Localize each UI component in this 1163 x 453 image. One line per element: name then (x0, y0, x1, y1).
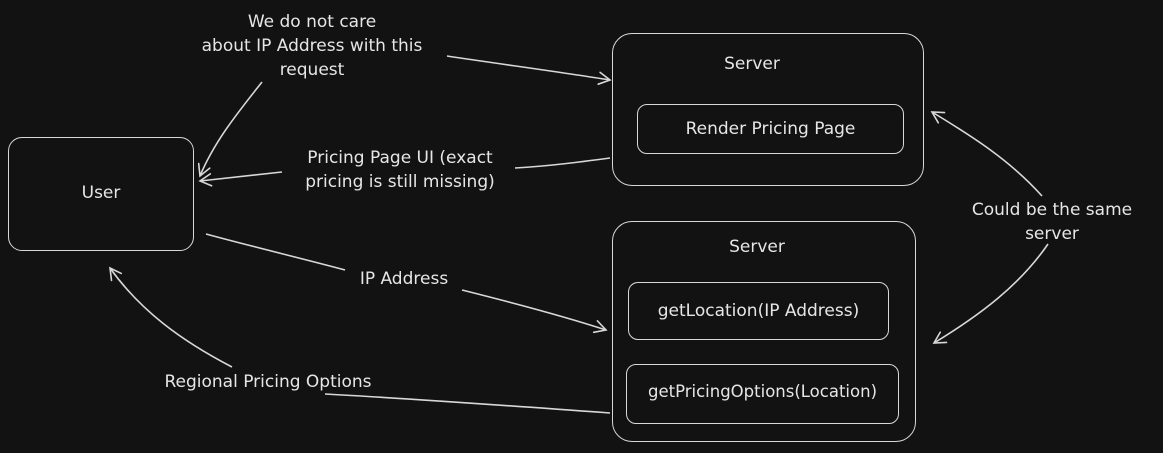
arrow-request-to-server (446, 55, 612, 85)
get-pricing-options-box (626, 364, 899, 424)
server-top-label: Server (724, 54, 780, 74)
arrow-pricing-ui-to-user (198, 171, 283, 187)
server-bottom-node (612, 221, 916, 442)
arrow-request-to-user (197, 81, 263, 178)
request-note-line-1: We do not care (247, 12, 377, 32)
user-label: User (81, 183, 121, 203)
arrow-ip-to-server (461, 289, 608, 334)
arrow-server-to-pricing-ui (514, 157, 611, 169)
arrow-note-to-top-server (930, 111, 1043, 197)
user-node (8, 137, 194, 251)
get-pricing-options-label: getPricingOptions(Location) (647, 382, 878, 401)
request-note-line-2: about IP Address with this (201, 36, 423, 56)
arrow-user-to-ip (205, 233, 346, 271)
render-pricing-page-label: Render Pricing Page (685, 119, 856, 139)
regional-pricing-label: Regional Pricing Options (164, 372, 372, 392)
pricing-ui-label: Pricing Page UI (exact pricing is still … (272, 146, 528, 194)
server-bottom-label: Server (729, 237, 785, 257)
arrow-regional-to-user (109, 266, 233, 368)
pricing-ui-line-2: pricing is still missing) (305, 172, 495, 192)
request-note-label: We do not care about IP Address with thi… (162, 10, 462, 82)
request-note-line-3: request (279, 60, 345, 80)
same-server-note-label: Could be the same server (950, 198, 1154, 246)
render-pricing-page-box (637, 104, 904, 154)
ip-address-label: IP Address (359, 269, 449, 289)
get-location-label: getLocation(IP Address) (657, 301, 860, 321)
server-top-node (612, 33, 924, 186)
get-location-box (628, 282, 889, 340)
pricing-ui-line-1: Pricing Page UI (exact (307, 148, 493, 168)
arrow-server-to-regional (324, 393, 611, 414)
arrow-note-to-bottom-server (932, 243, 1049, 344)
same-server-line-2: server (1025, 224, 1079, 244)
same-server-line-1: Could be the same (971, 200, 1133, 220)
